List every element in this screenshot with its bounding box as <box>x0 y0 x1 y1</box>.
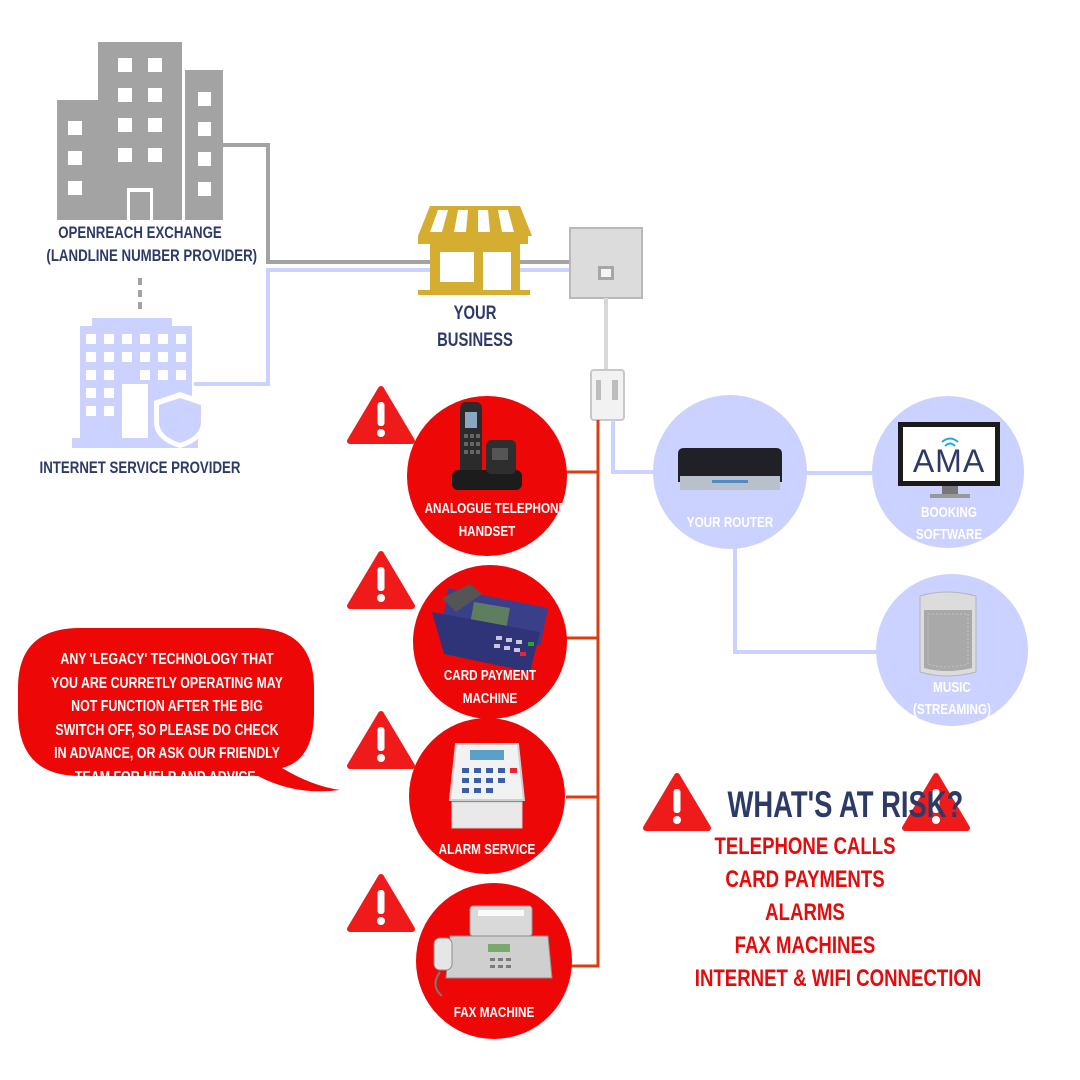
isp-building-icon <box>72 318 206 448</box>
fax-label-line1: FAX MACHINE <box>453 1004 535 1021</box>
warning-icon <box>350 554 412 606</box>
master-socket-icon <box>569 227 643 299</box>
speaker-icon <box>919 591 977 677</box>
router-label: YOUR ROUTER <box>686 514 774 531</box>
booking-label: BOOKING SOFTWARE <box>898 502 999 546</box>
booking-label-line1: BOOKING <box>921 504 977 521</box>
handset-label-line1: ANALOGUE TELEPHONE <box>424 500 567 517</box>
card-machine-icon <box>432 584 548 672</box>
business-label-line1: YOUR <box>453 303 497 324</box>
warning-icon <box>350 389 412 441</box>
internet-cable <box>194 268 572 386</box>
risk-item: FAX MACHINES <box>734 932 876 959</box>
splitter-icon <box>590 369 625 421</box>
alarm-label-line1: ALARM SERVICE <box>438 841 536 858</box>
music-label: MUSIC (STREAMING) <box>901 677 1002 721</box>
exchange-label: OPENREACH EXCHANGE (LANDLINE NUMBER PROV… <box>46 222 258 268</box>
business-label-line2: BUSINESS <box>437 330 513 351</box>
fax-machine-icon <box>433 905 553 997</box>
warning-icon <box>350 714 412 766</box>
exchange-building-icon <box>57 42 223 220</box>
card-machine-label-line2: MACHINE <box>462 690 518 707</box>
business-label: YOUR BUSINESS <box>428 300 522 354</box>
risk-item: ALARMS <box>765 899 845 926</box>
fax-label: FAX MACHINE <box>432 1001 557 1024</box>
warning-icon <box>350 877 412 929</box>
risk-item: TELEPHONE CALLS <box>714 833 896 860</box>
warning-icon <box>646 776 708 828</box>
risk-item: INTERNET & WIFI CONNECTION <box>694 965 982 992</box>
phone-trunk-line <box>570 420 600 968</box>
shop-icon <box>418 206 532 295</box>
risk-list: TELEPHONE CALLS CARD PAYMENTS ALARMS FAX… <box>660 830 982 995</box>
booking-label-line2: SOFTWARE <box>915 526 983 543</box>
music-label-line1: MUSIC <box>933 679 971 696</box>
alarm-label: ALARM SERVICE <box>425 838 550 861</box>
isp-label: INTERNET SERVICE PROVIDER <box>39 458 241 477</box>
handset-label: ANALOGUE TELEPHONE HANDSET <box>424 497 567 543</box>
monitor-icon <box>898 422 1000 498</box>
notice-text: ANY 'LEGACY' TECHNOLOGY THAT YOU ARE CUR… <box>51 651 283 786</box>
music-label-line2: (STREAMING) <box>913 701 991 718</box>
card-machine-label-line1: CARD PAYMENT <box>443 667 537 684</box>
handset-label-line2: HANDSET <box>458 523 516 540</box>
alarm-keypad-icon <box>448 743 526 829</box>
risk-item: CARD PAYMENTS <box>725 866 885 893</box>
card-machine-label: CARD PAYMENT MACHINE <box>428 664 553 710</box>
telephone-icon <box>452 402 522 490</box>
landline-cable <box>222 143 572 264</box>
risk-title: WHAT'S AT RISK? <box>727 784 964 825</box>
ama-logo: AMA <box>912 443 986 479</box>
exchange-label-line2: (LANDLINE NUMBER PROVIDER) <box>46 245 258 265</box>
notice-bubble <box>18 628 340 792</box>
exchange-label-line1: OPENREACH EXCHANGE <box>58 223 222 242</box>
splitter-router-cable <box>611 420 660 474</box>
router-icon <box>678 448 782 490</box>
